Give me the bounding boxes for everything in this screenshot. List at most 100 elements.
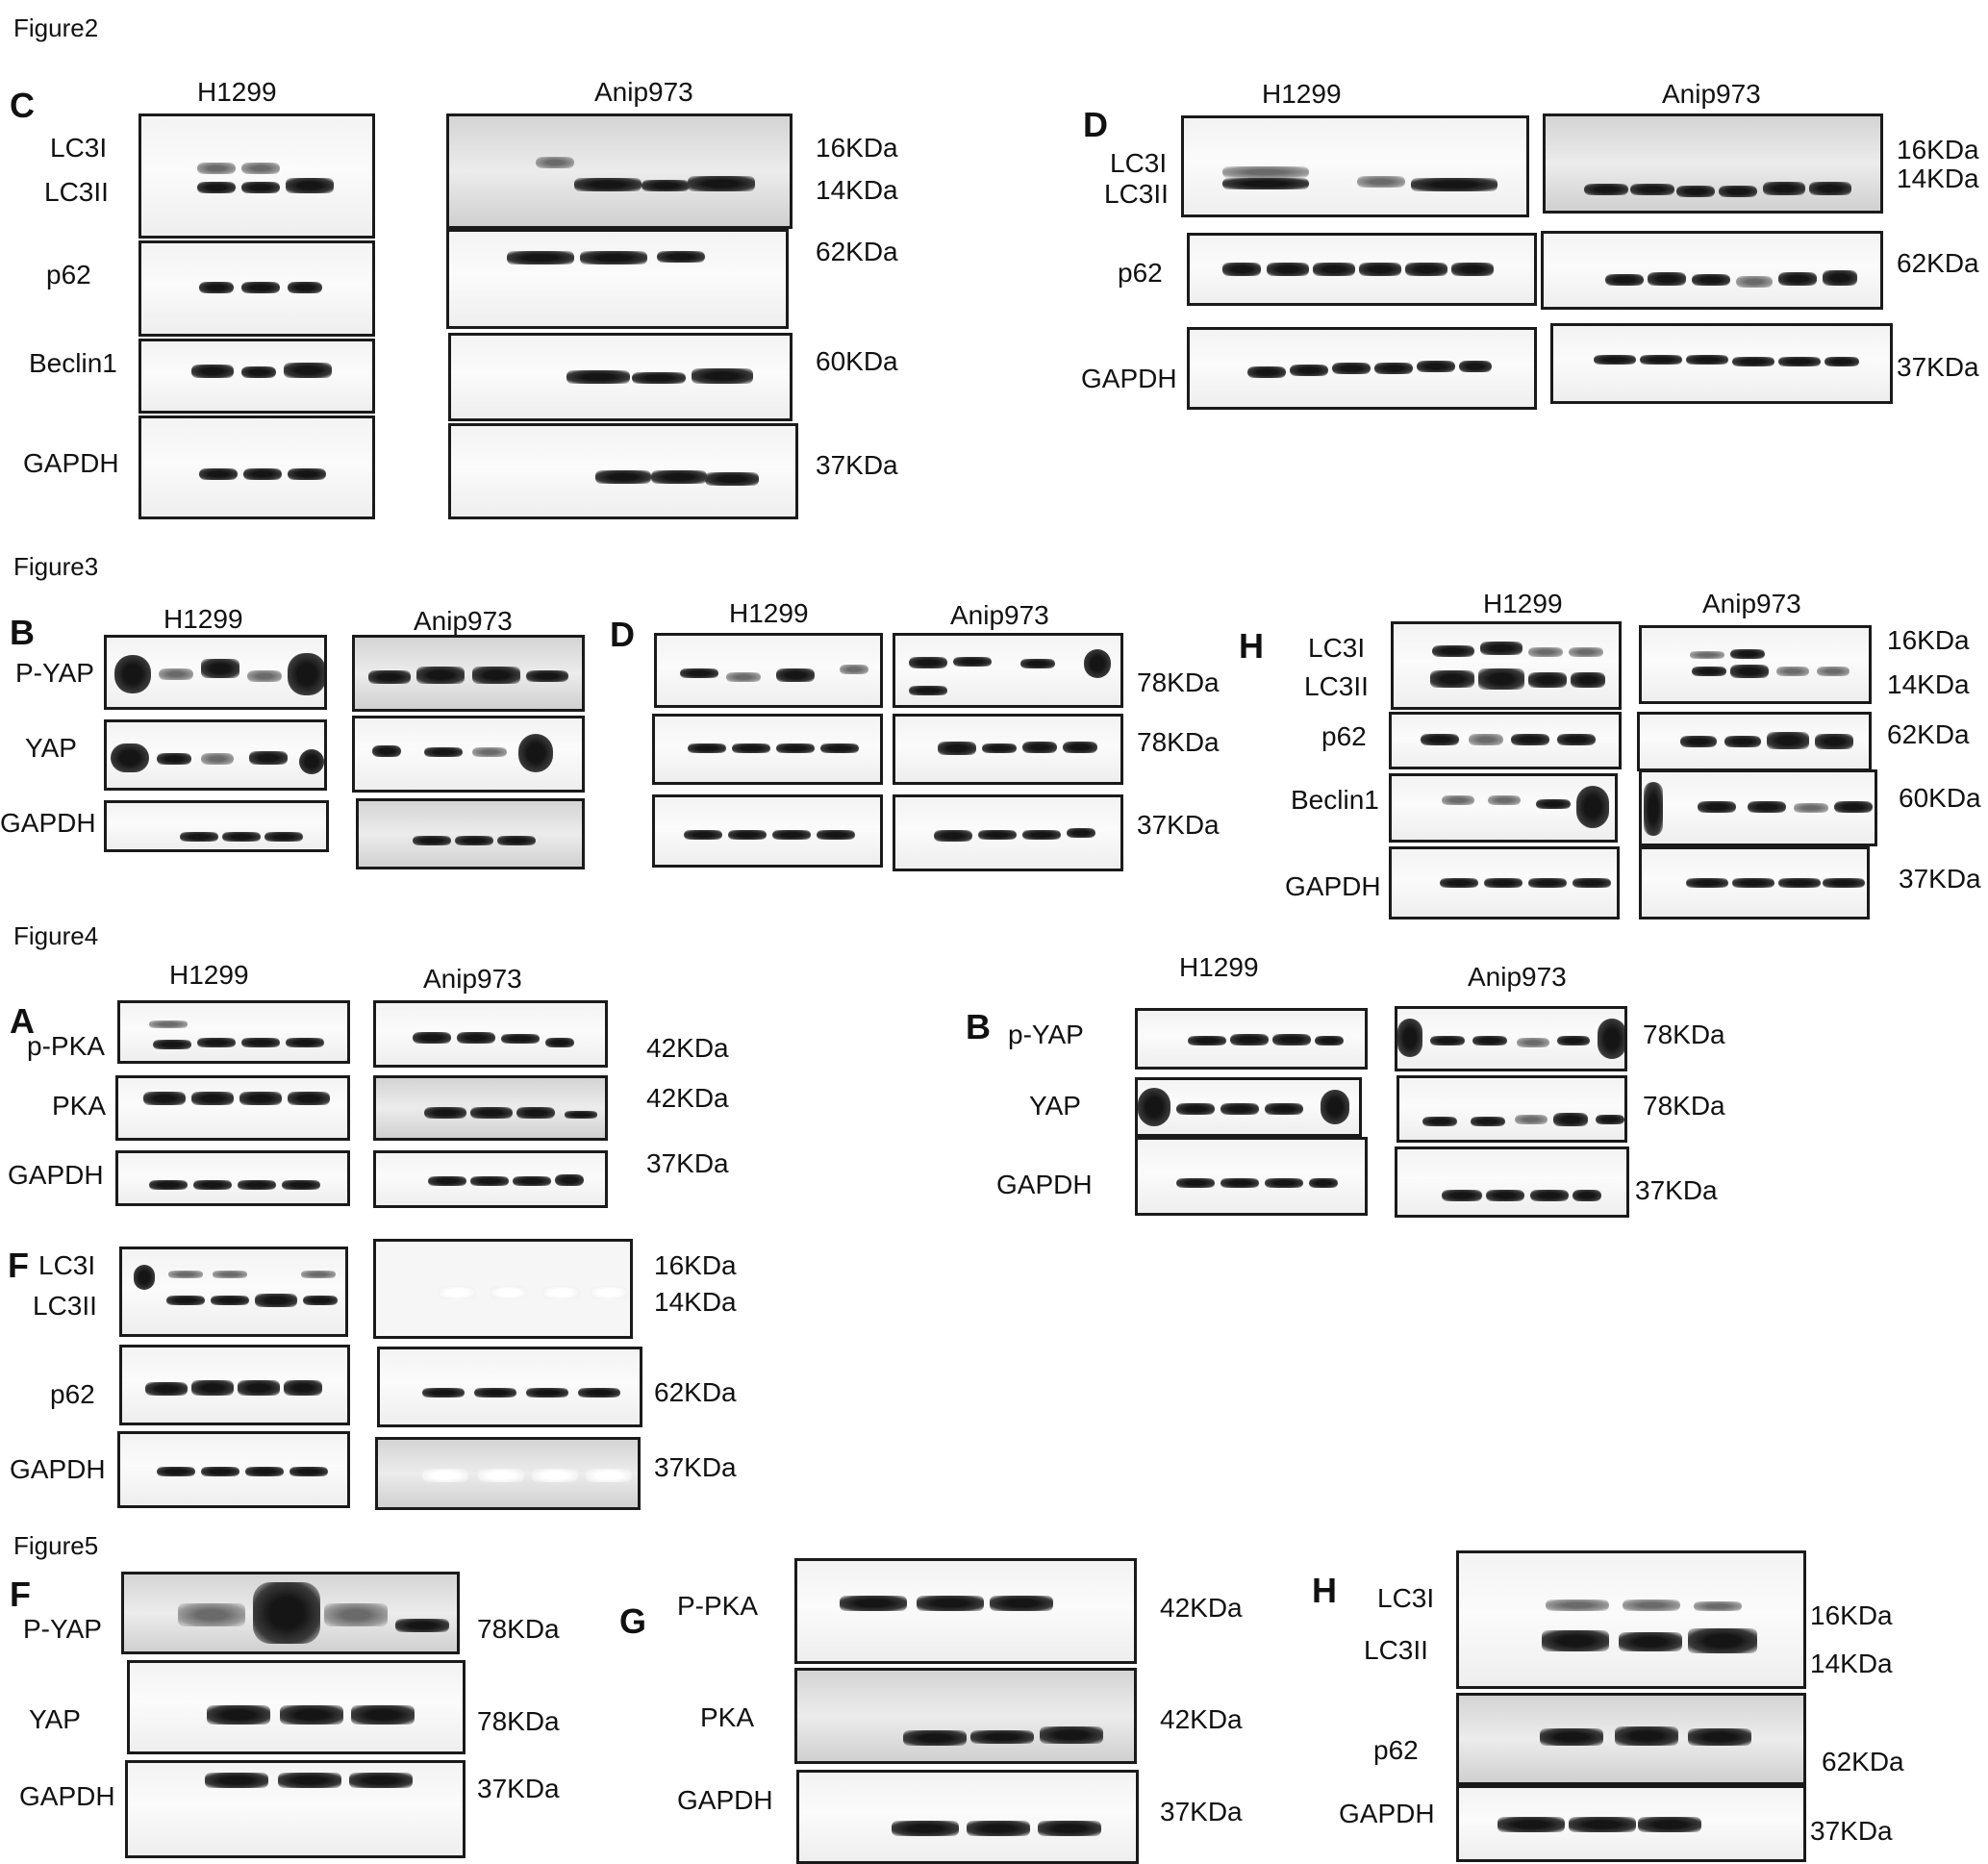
fig4f-anip973-gapdh-blot: [375, 1437, 641, 1510]
protein-band: [199, 282, 234, 293]
protein-band: [1478, 668, 1524, 690]
fig2c-kda-62: 62KDa: [816, 237, 898, 266]
protein-band: [1040, 1726, 1103, 1744]
fig3h-anip973-gapdh-blot: [1639, 846, 1870, 919]
protein-band: [1515, 1115, 1548, 1124]
fig4b-cell-h1299: H1299: [1179, 952, 1259, 982]
protein-band: [149, 1020, 188, 1028]
fig4f-kda-62: 62KDa: [654, 1377, 737, 1407]
protein-band: [982, 743, 1017, 753]
protein-band: [688, 176, 755, 191]
protein-band: [1528, 672, 1567, 688]
protein-band: [726, 672, 761, 682]
protein-band: [772, 830, 811, 840]
protein-band: [1630, 184, 1674, 195]
protein-band: [1596, 1115, 1624, 1124]
protein-band: [1724, 736, 1761, 747]
protein-band: [1719, 186, 1757, 197]
protein-band: [286, 1038, 324, 1047]
protein-band: [470, 1107, 513, 1119]
fig5g-p-pka-blot: [794, 1558, 1137, 1664]
protein-band: [239, 1092, 282, 1105]
fig4-panel-b-letter: B: [966, 1007, 991, 1046]
fig4f-kda-14: 14KDa: [654, 1287, 737, 1317]
fig3b-label-gapdh: GAPDH: [0, 808, 96, 838]
fig4f-h1299-p62-blot: [119, 1345, 350, 1425]
protein-band: [1451, 263, 1494, 276]
protein-band: [501, 1034, 540, 1044]
fig3d-h1299-blot-2: [652, 714, 883, 785]
protein-band: [143, 1092, 186, 1105]
protein-band: [197, 182, 236, 193]
fig2d-kda-14: 14KDa: [1897, 164, 1979, 193]
fig5f-label-yap: YAP: [29, 1704, 81, 1734]
protein-band: [1138, 1088, 1170, 1126]
fig3h-label-beclin1: Beclin1: [1291, 785, 1379, 815]
figure3-heading: Figure3: [13, 552, 99, 581]
protein-band: [651, 470, 707, 484]
protein-band: [191, 1092, 234, 1105]
protein-band: [1222, 263, 1261, 276]
protein-band: [1644, 782, 1663, 836]
protein-band: [241, 163, 280, 174]
protein-band: [692, 368, 753, 384]
fig4a-kda-42a: 42KDa: [646, 1033, 729, 1063]
protein-band: [255, 1294, 297, 1307]
protein-band: [1736, 276, 1773, 288]
fig2c-h1299-p62-blot: [138, 240, 375, 337]
fig2c-h1299-lc3-blot: [138, 113, 375, 239]
protein-band: [1442, 795, 1474, 805]
protein-band: [990, 1596, 1053, 1611]
protein-band: [288, 282, 322, 293]
protein-band: [1823, 270, 1857, 286]
protein-band: [526, 1388, 568, 1398]
protein-band: [207, 1705, 270, 1725]
protein-band: [555, 1174, 584, 1186]
fig3h-h1299-gapdh-blot: [1389, 846, 1620, 919]
protein-band: [820, 743, 859, 753]
fig5f-kda-78b: 78KDa: [477, 1706, 560, 1736]
protein-band: [1767, 732, 1809, 749]
fig3d-cell-h1299: H1299: [729, 598, 809, 628]
protein-band: [1688, 1728, 1751, 1746]
protein-band: [1817, 667, 1850, 676]
protein-band: [967, 1821, 1030, 1836]
protein-band: [513, 1176, 551, 1186]
protein-band: [168, 1271, 203, 1278]
fig5-panel-g-letter: G: [619, 1601, 647, 1641]
protein-band: [424, 747, 463, 757]
fig2c-anip973-gapdh-blot: [448, 423, 798, 519]
figure4-heading: Figure4: [13, 921, 99, 950]
protein-band: [472, 747, 507, 757]
fig5h-label-lc3ii: LC3II: [1364, 1635, 1428, 1665]
protein-band: [1528, 647, 1563, 657]
protein-band: [526, 670, 568, 682]
fig2d-kda-37: 37KDa: [1897, 352, 1979, 382]
fig5g-gapdh-blot: [796, 1770, 1139, 1864]
protein-band: [1778, 878, 1821, 888]
protein-band: [732, 743, 770, 753]
fig5g-kda-42a: 42KDa: [1160, 1593, 1243, 1623]
fig4b-label-p-yap: p-YAP: [1008, 1020, 1084, 1049]
fig2c-kda-60: 60KDa: [816, 346, 898, 376]
protein-band: [1471, 1117, 1505, 1126]
protein-band: [657, 251, 705, 263]
fig4a-h1299-gapdh-blot: [115, 1150, 350, 1206]
protein-band: [1188, 1036, 1226, 1045]
fig3h-label-p62: p62: [1321, 721, 1367, 751]
fig2d-h1299-gapdh-blot: [1187, 327, 1537, 410]
fig5f-label-gapdh: GAPDH: [19, 1781, 115, 1811]
fig2d-kda-16: 16KDa: [1897, 135, 1979, 164]
protein-band: [1315, 1036, 1344, 1045]
fig2d-cell-anip973: Anip973: [1662, 79, 1761, 109]
protein-band: [917, 1596, 984, 1611]
protein-band: [413, 836, 451, 845]
fig2d-anip973-gapdh-blot: [1550, 323, 1893, 404]
protein-band: [241, 282, 280, 293]
fig2d-label-gapdh: GAPDH: [1081, 364, 1177, 393]
protein-band: [1557, 734, 1596, 745]
protein-band: [903, 1730, 967, 1746]
fig4-panel-a-letter: A: [10, 1001, 35, 1041]
protein-band: [301, 1271, 336, 1278]
